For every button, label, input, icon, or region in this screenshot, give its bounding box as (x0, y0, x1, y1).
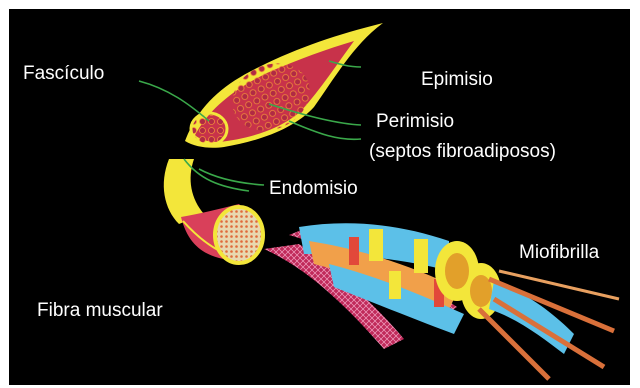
label-perimisio: Perimisio (376, 111, 454, 133)
label-fibra-muscular: Fibra muscular (37, 300, 163, 322)
label-fasciculo: Fascículo (23, 63, 104, 85)
label-septos: (septos fibroadiposos) (369, 141, 556, 163)
label-miofibrilla: Miofibrilla (519, 242, 599, 264)
label-endomisio: Endomisio (269, 178, 358, 200)
label-epimisio: Epimisio (421, 69, 493, 91)
diagram-panel: Fascículo Epimisio Perimisio (septos fib… (9, 9, 630, 385)
